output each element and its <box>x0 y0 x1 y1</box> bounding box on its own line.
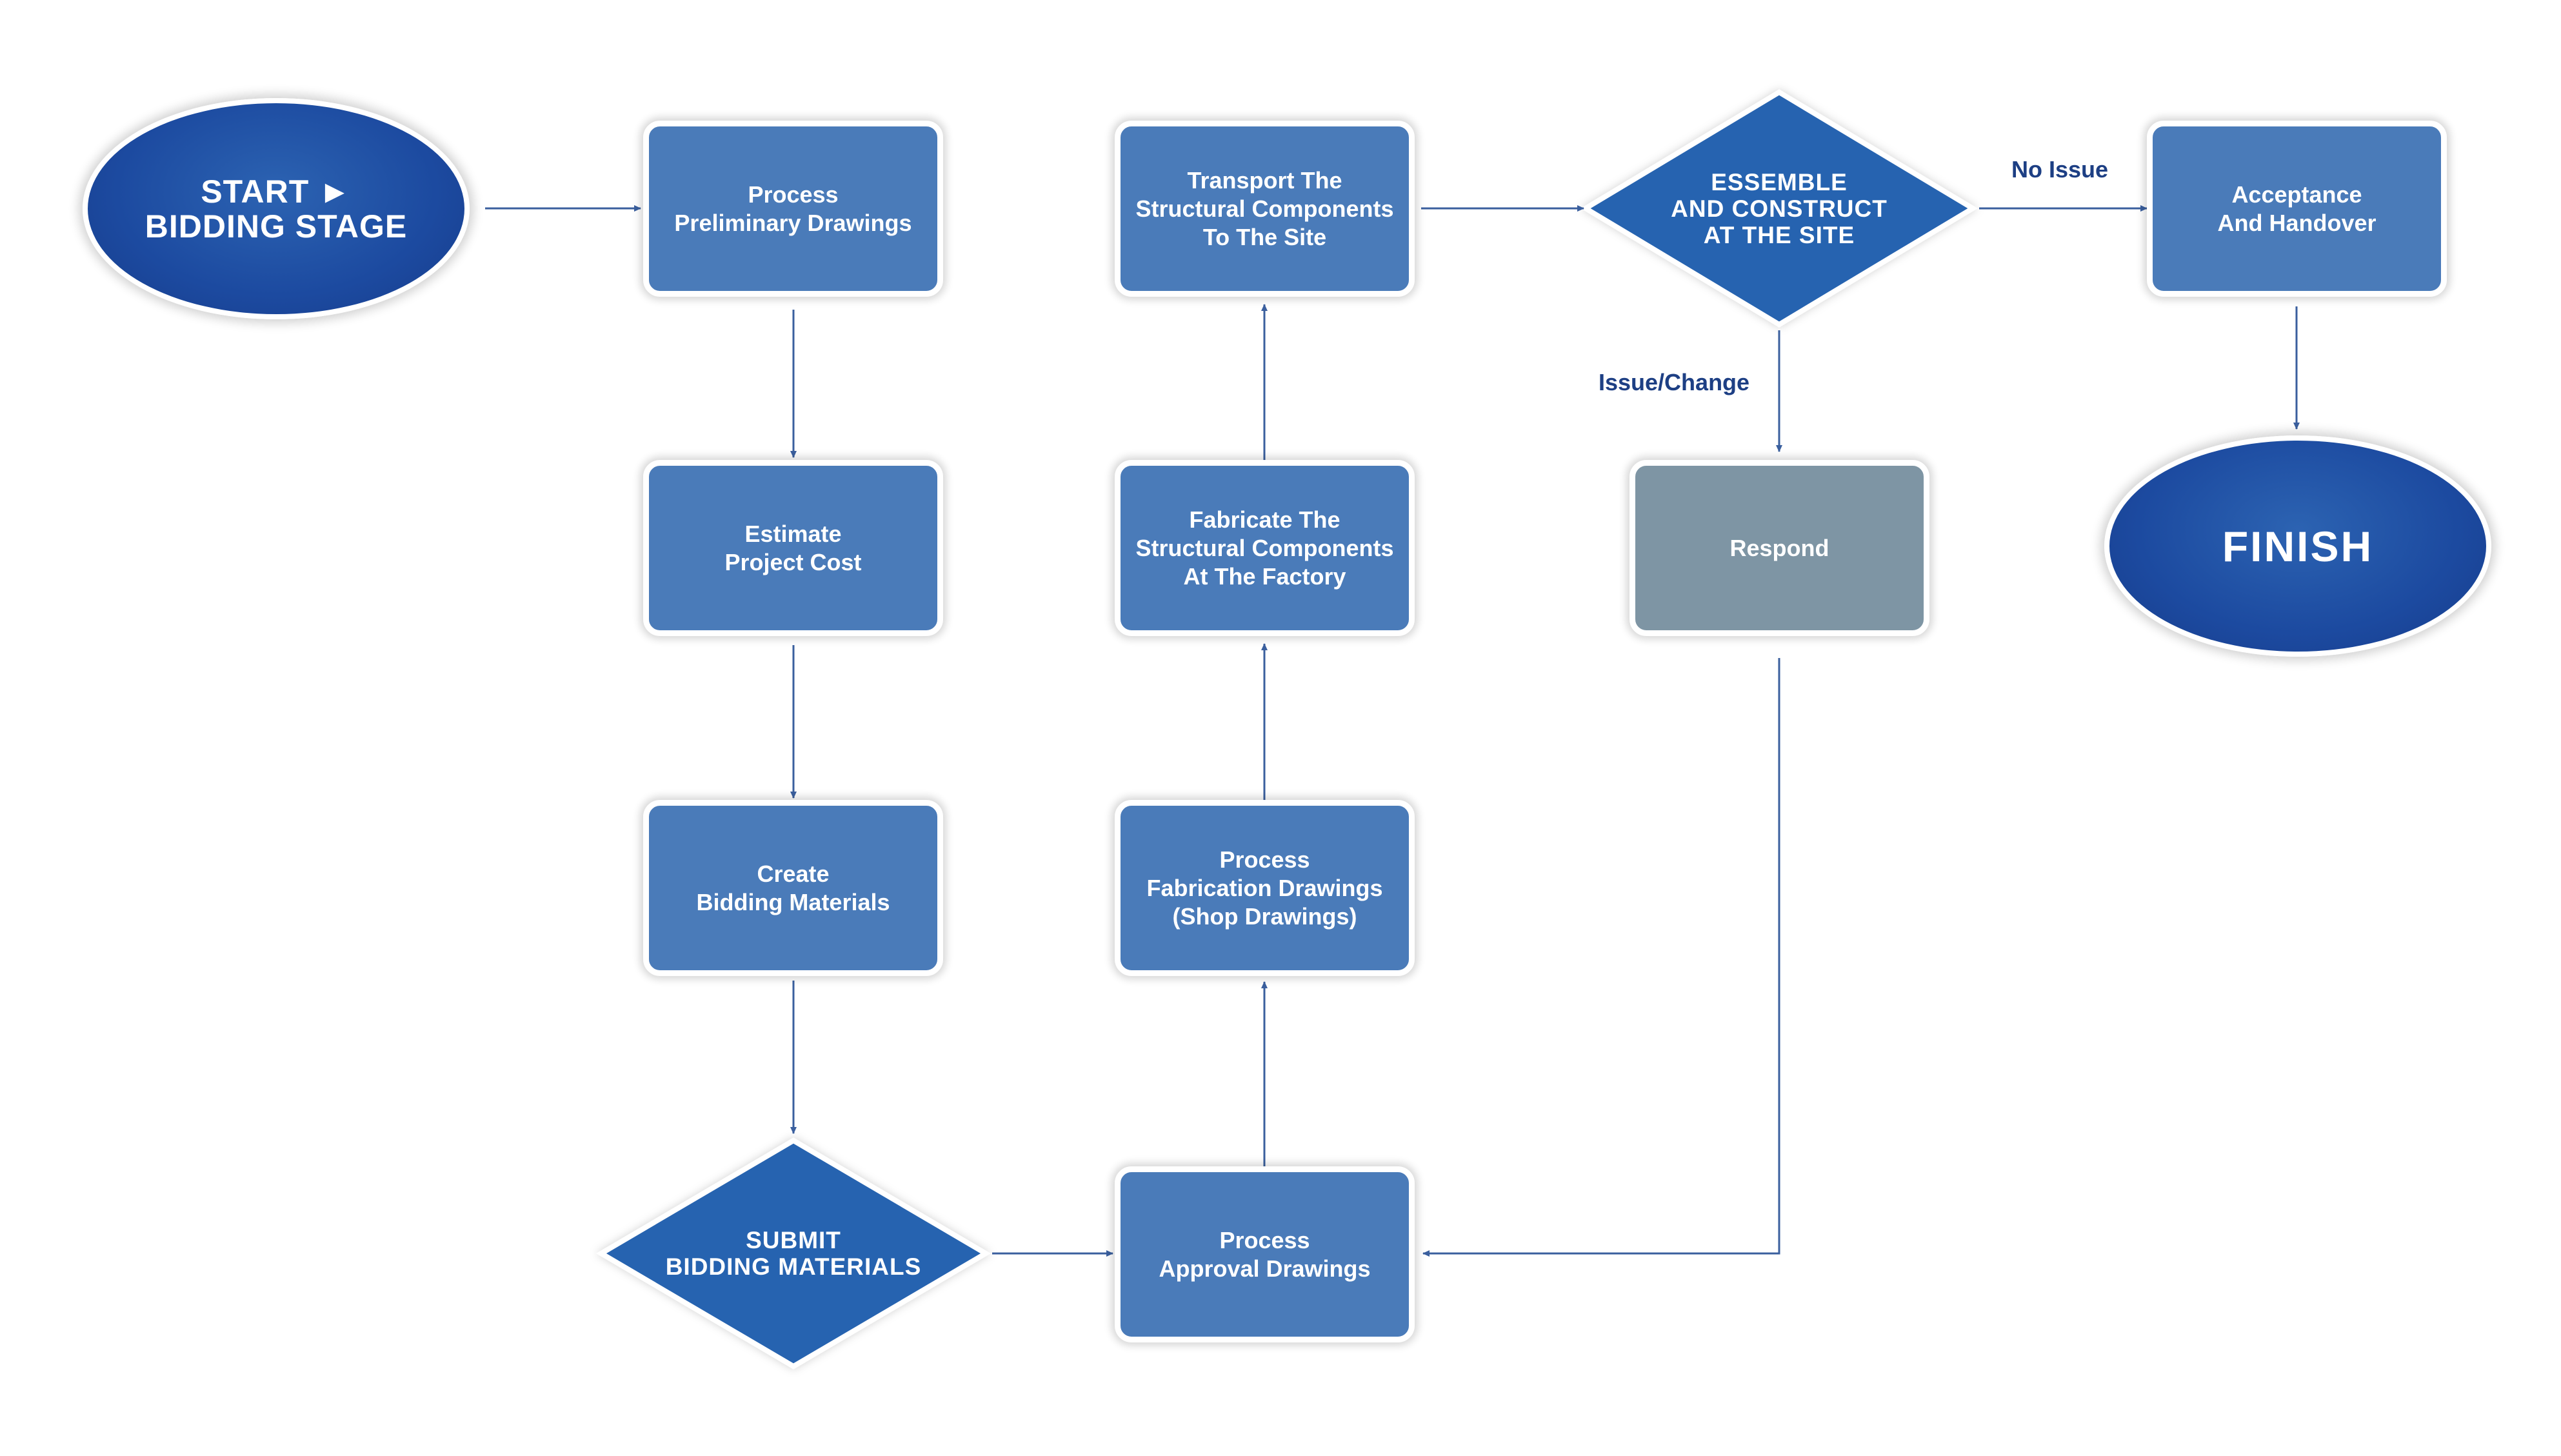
start-bidding-stage-node: START ► BIDDING STAGE <box>83 98 470 319</box>
estimate-project-cost-box: Estimate Project Cost <box>643 460 943 636</box>
process-preliminary-drawings-box: Process Preliminary Drawings <box>643 121 943 297</box>
essemble-construct-diamond <box>1580 89 1978 328</box>
process-fabrication-drawings-box: Process Fabrication Drawings (Shop Drawi… <box>1115 800 1415 976</box>
essemble-construct-label: ESSEMBLE AND CONSTRUCT AT THE SITE <box>1671 168 1888 248</box>
respond-box: Respond <box>1629 460 1929 636</box>
create-bidding-materials-box: Create Bidding Materials <box>643 800 943 976</box>
submit-bidding-diamond <box>596 1137 991 1370</box>
finish-node: FINISH <box>2104 435 2491 657</box>
no-issue-label: No Issue <box>2011 156 2109 183</box>
fabricate-structural-components-box: Fabricate The Structural Components At T… <box>1115 460 1415 636</box>
submit-bidding-materials-label: SUBMIT BIDDING MATERIALS <box>665 1227 922 1280</box>
edge-respond-to-approval <box>1422 658 1780 1257</box>
process-approval-drawings-box: Process Approval Drawings <box>1115 1166 1415 1342</box>
issue-change-label: Issue/Change <box>1599 369 1750 395</box>
transport-structural-components-box: Transport The Structural Components To T… <box>1115 121 1415 297</box>
acceptance-handover-box: Acceptance And Handover <box>2147 121 2447 297</box>
